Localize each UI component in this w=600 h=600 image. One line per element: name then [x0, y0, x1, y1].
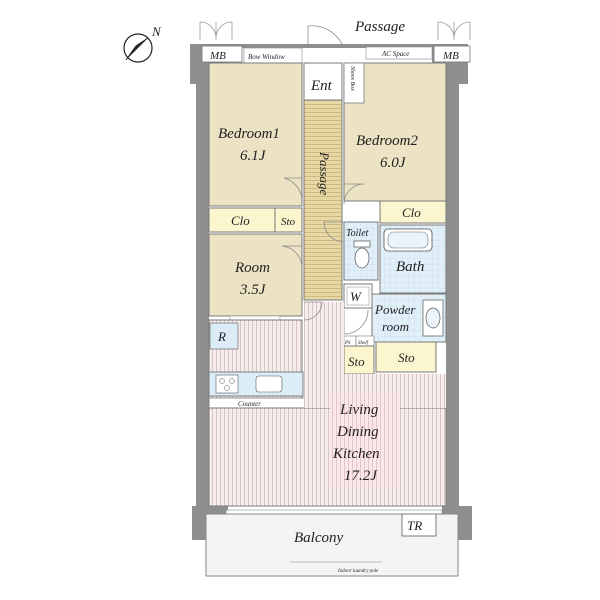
stove-icon: [215, 374, 239, 394]
refrigerator-space: [209, 322, 239, 350]
ldk-highlight: [330, 392, 400, 488]
north-label: N: [151, 24, 162, 39]
toilet-label: Toilet: [346, 228, 369, 239]
meter-box-right-label: MB: [442, 50, 459, 62]
closet-right-label: Clo: [402, 205, 421, 220]
north-compass-icon: N: [123, 24, 162, 63]
washer-label: W: [350, 289, 362, 304]
storage-left: [274, 207, 303, 233]
bedroom2-size: 6.0J: [380, 155, 407, 171]
kitchen-sink: [255, 375, 283, 393]
washer-inner: [346, 286, 370, 306]
bedroom1-door-swing: [283, 177, 303, 201]
entrance: [303, 62, 343, 101]
powder-door-swing: [343, 309, 369, 335]
powder-room-label-1: Powder: [374, 302, 416, 317]
interior-passage-label: Passage: [317, 151, 332, 196]
ldk-line1: Living: [339, 402, 379, 418]
bedroom1-name: Bedroom1: [218, 126, 280, 142]
counter-label: Counter: [238, 400, 261, 408]
shoes-box-label-2: Shoes Box: [349, 66, 355, 91]
bedroom2-door-swing: [343, 183, 365, 205]
shoes-box-overlay: [343, 62, 365, 104]
bedroom1-size: 6.1J: [240, 148, 267, 164]
indoor-laundry-pole-label: Indoor laundry pole: [337, 569, 379, 574]
ac-space-label: AC Space: [381, 50, 409, 58]
ac-space: [365, 46, 433, 60]
storage-mid-label: Sto: [348, 354, 365, 369]
interior-passage: [303, 99, 343, 301]
bathtub-icon: [383, 228, 433, 252]
room-small-name: Room: [234, 260, 270, 276]
storage-left-label: Sto: [281, 216, 296, 228]
outer-wall-left: [196, 44, 209, 512]
meter-box-left-label: MB: [209, 50, 226, 62]
washer-space: [343, 283, 373, 309]
ldk-line2: Dining: [336, 424, 379, 440]
trunk-room-label: TR: [407, 518, 422, 533]
outer-wall-top: [196, 44, 468, 48]
outer-wall-right: [446, 62, 459, 512]
bath-label: Bath: [396, 259, 424, 275]
closet-left: [208, 207, 276, 233]
room-small-door-swing: [281, 245, 303, 269]
meter-box-right: [433, 45, 471, 63]
balcony-sash: [225, 509, 443, 515]
storage-right-label: Sto: [398, 350, 415, 365]
storage-right: [375, 341, 437, 373]
room-small-window: [229, 315, 281, 321]
closet-left-label: Clo: [231, 213, 250, 228]
bedroom2-name: Bedroom2: [356, 133, 418, 149]
powder-room-label-2: room: [382, 319, 409, 334]
toilet-icon: [353, 240, 371, 269]
closet-right: [379, 200, 447, 224]
sink-icon: [422, 299, 444, 337]
balcony-label: Balcony: [294, 530, 343, 546]
ldk-size: 17.2J: [344, 468, 378, 484]
room-small: [208, 233, 303, 317]
ldk-floor: [208, 407, 447, 507]
toilet-door-swing: [323, 221, 345, 243]
entrance-label: Ent: [310, 78, 333, 94]
room-small-size: 3.5J: [239, 282, 267, 298]
outside-passage-label: Passage: [354, 19, 405, 35]
bedroom1: [208, 62, 303, 207]
refrigerator-label: R: [217, 329, 226, 344]
top-left-window: [199, 21, 233, 40]
bow-window-label: Bow Window: [248, 53, 285, 61]
shelf-label: Shelf: [358, 341, 369, 346]
ldk-floor-upper: [304, 302, 344, 408]
storage-mid: [343, 345, 375, 375]
ldk-line3: Kitchen: [332, 446, 380, 462]
entrance-door-swing: [307, 25, 343, 45]
meter-box-left: [201, 45, 243, 63]
trunk-room: [401, 513, 437, 537]
pipe-space-label: PS: [344, 341, 351, 346]
ldk-door-swing: [303, 301, 323, 321]
top-right-window: [437, 21, 471, 40]
